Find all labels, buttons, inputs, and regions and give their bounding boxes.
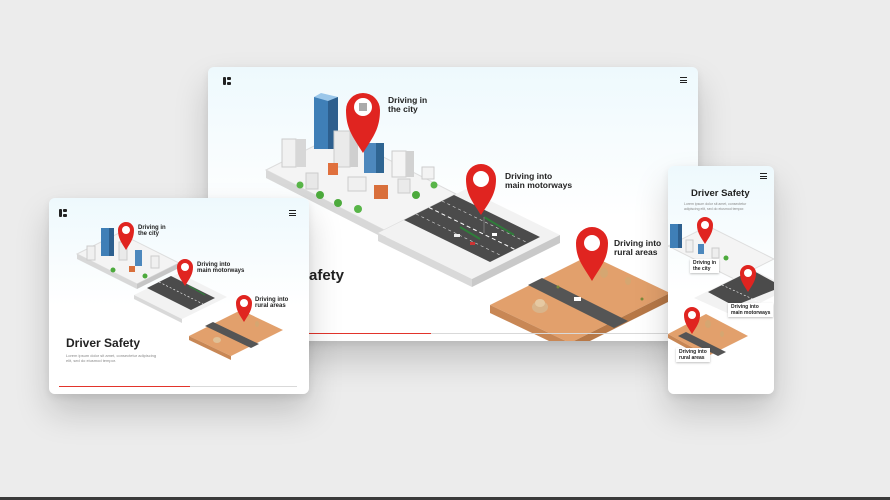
page-title-partial: afety (309, 267, 345, 284)
map-pin-rural-icon (576, 227, 608, 281)
hamburger-menu-icon[interactable] (289, 210, 296, 216)
city-buildings (281, 93, 438, 213)
logo-mark-icon[interactable] (223, 77, 231, 85)
phone-mockup: Driver Safety Lorem ipsum dolor sit amet… (668, 166, 774, 394)
motorway-gantries (454, 216, 515, 245)
page-title: Driver Safety (691, 188, 750, 199)
isometric-illustration (75, 222, 283, 360)
logo-mark-icon[interactable] (59, 209, 67, 217)
map-pin-motorway-icon (466, 164, 496, 215)
hamburger-menu-icon[interactable] (760, 173, 767, 179)
progress-bar (228, 333, 678, 334)
intro-text: Lorem ipsum dolor sit amet, consectetur … (684, 202, 747, 211)
page-title: Driver Safety (66, 336, 141, 350)
map-pin-city-icon (346, 93, 380, 153)
isometric-illustration (264, 93, 670, 341)
hamburger-menu-icon[interactable] (680, 77, 687, 83)
progress-bar (59, 386, 297, 387)
rural-road (528, 278, 628, 328)
bottom-edge (0, 497, 890, 500)
intro-text: Lorem ipsum dolor sit amet, consectetur … (66, 353, 157, 363)
desert-rocks (532, 268, 644, 313)
